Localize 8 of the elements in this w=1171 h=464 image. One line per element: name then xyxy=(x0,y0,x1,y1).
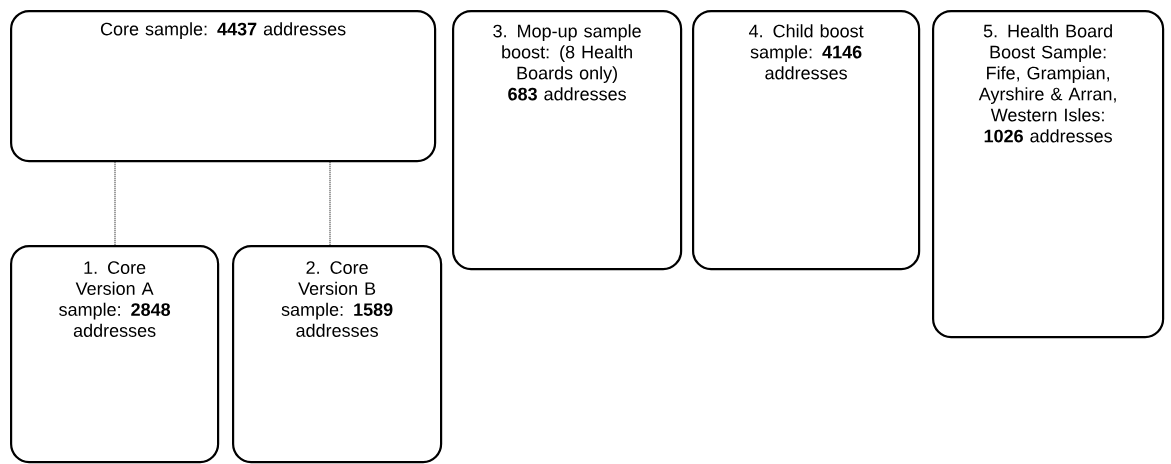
connector-line xyxy=(114,161,116,246)
sample-box: 4. Child boost sample: 4146 addresses xyxy=(692,10,921,271)
sample-box: 2. Core Version B sample: 1589 addresses xyxy=(232,245,443,464)
sample-box: 1. Core Version A sample: 2848 addresses xyxy=(10,245,220,464)
sample-box: 5. Health Board Boost Sample: Fife, Grampian, Ayrshire & Arran, Western Isles: 1026 addresses xyxy=(932,10,1165,339)
connector-line xyxy=(329,161,331,246)
sample-box: 3. Mop-up sample boost: (8 Health Boards only) 683 addresses xyxy=(452,10,683,271)
sample-box: Core sample: 4437 addresses xyxy=(10,10,437,163)
